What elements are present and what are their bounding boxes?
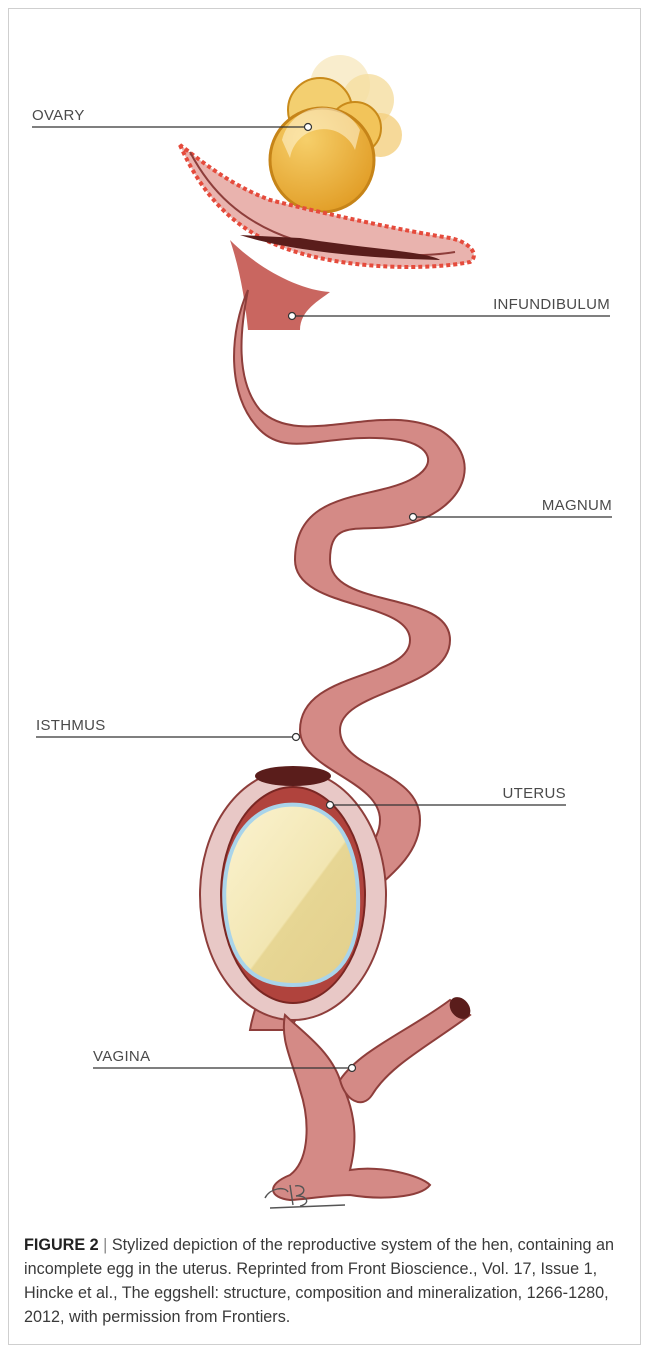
uterus: [200, 766, 386, 1020]
figure-label: FIGURE 2: [24, 1236, 99, 1254]
label-infundibulum: INFUNDIBULUM: [493, 296, 610, 313]
incomplete-egg: [224, 805, 358, 985]
hen-reproductive-diagram: OVARY INFUNDIBULUM MAGNUM ISTHMUS UTERUS…: [0, 0, 651, 1220]
figure-caption: FIGURE 2 | Stylized depiction of the rep…: [24, 1233, 630, 1329]
vagina: [273, 993, 475, 1200]
label-ovary: OVARY: [32, 107, 85, 124]
magnum-leader: [410, 514, 613, 521]
caption-text: Stylized depiction of the reproductive s…: [24, 1236, 614, 1326]
label-isthmus: ISTHMUS: [36, 717, 106, 734]
caption-separator: |: [103, 1236, 107, 1254]
infundibulum-leader: [289, 313, 611, 320]
ovary: [270, 55, 402, 212]
label-vagina: VAGINA: [93, 1048, 150, 1065]
ovary-leader: [32, 124, 312, 131]
label-uterus: UTERUS: [503, 785, 566, 802]
isthmus-leader: [36, 734, 300, 741]
label-magnum: MAGNUM: [542, 497, 612, 514]
uterus-leader: [327, 802, 567, 809]
